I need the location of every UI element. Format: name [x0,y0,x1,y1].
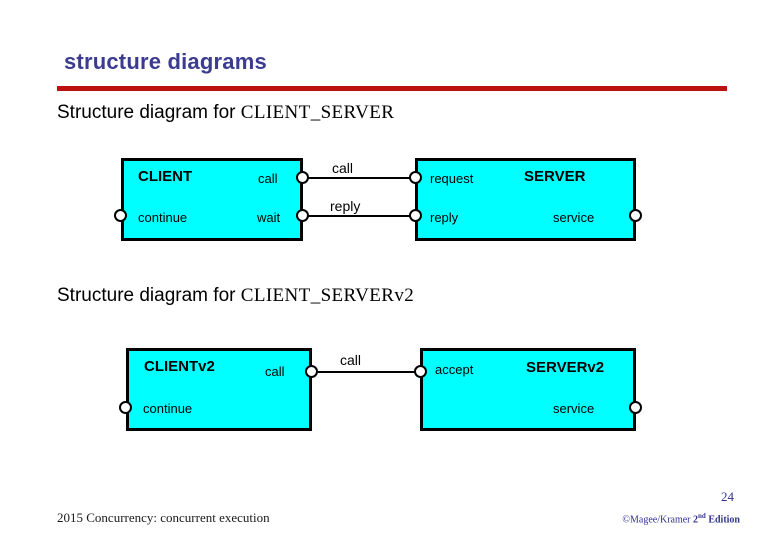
port-circle-server-reply[interactable] [409,209,422,222]
footer-course-text: 2015 Concurrency: concurrent execution [57,510,270,525]
process-label-server: SERVER [524,168,586,185]
port-label-serverv2-accept: accept [435,362,474,377]
process-box-client [121,158,303,241]
port-circle-client-wait[interactable] [296,209,309,222]
port-label-client-continue: continue [138,210,188,225]
port-label-server-service: service [553,210,595,225]
port-label-client-call: call [258,171,278,186]
link-line-call [303,177,415,179]
caption-client-server: Structure diagram for CLIENT_SERVER [57,102,394,124]
port-circle-server-service[interactable] [629,209,642,222]
title-divider-rule [57,86,727,91]
caption-client-serverv2: Structure diagram for CLIENT_SERVERv2 [57,285,414,307]
footer-edition-word: Edition [705,514,740,526]
footer-copyright-text: ©Magee/Kramer [622,514,694,526]
port-label-server-reply: reply [430,210,459,225]
process-label-serverv2: SERVERv2 [526,359,605,376]
caption-2-process-name: CLIENT_SERVERv2 [240,285,415,306]
port-circle-serverv2-service[interactable] [629,401,642,414]
footer-edition-ordinal: nd [698,512,706,520]
port-label-server-request: request [430,171,474,186]
port-label-clientv2-continue: continue [143,401,193,416]
port-circle-serverv2-accept[interactable] [414,365,427,378]
process-label-client: CLIENT [138,168,193,185]
link-label-reply: reply [330,198,361,214]
footer-edition-number: 2 [693,514,699,526]
process-box-serverv2 [420,348,636,431]
process-box-clientv2 [126,348,312,431]
port-circle-clientv2-call[interactable] [305,365,318,378]
link-label-call: call [332,160,354,176]
port-circle-client-continue[interactable] [114,209,127,222]
page-title: structure diagrams [64,49,267,74]
port-circle-clientv2-continue[interactable] [119,401,132,414]
page-number: 24 [721,489,734,504]
process-box-server [415,158,636,241]
link-line-reply [303,215,415,217]
port-label-clientv2-call: call [265,364,285,379]
port-circle-server-request[interactable] [409,171,422,184]
port-label-serverv2-service: service [553,401,595,416]
port-label-client-wait: wait [257,210,281,225]
link-label-callv2: call [340,352,362,368]
process-label-clientv2: CLIENTv2 [144,358,215,375]
caption-1-prefix: Structure diagram for [57,102,241,123]
footer-copyright: ©Magee/Kramer 2nd Edition [622,512,740,525]
port-circle-client-call[interactable] [296,171,309,184]
caption-2-prefix: Structure diagram for [57,285,241,306]
caption-1-process-name: CLIENT_SERVER [240,102,395,123]
link-line-callv2 [312,371,420,373]
